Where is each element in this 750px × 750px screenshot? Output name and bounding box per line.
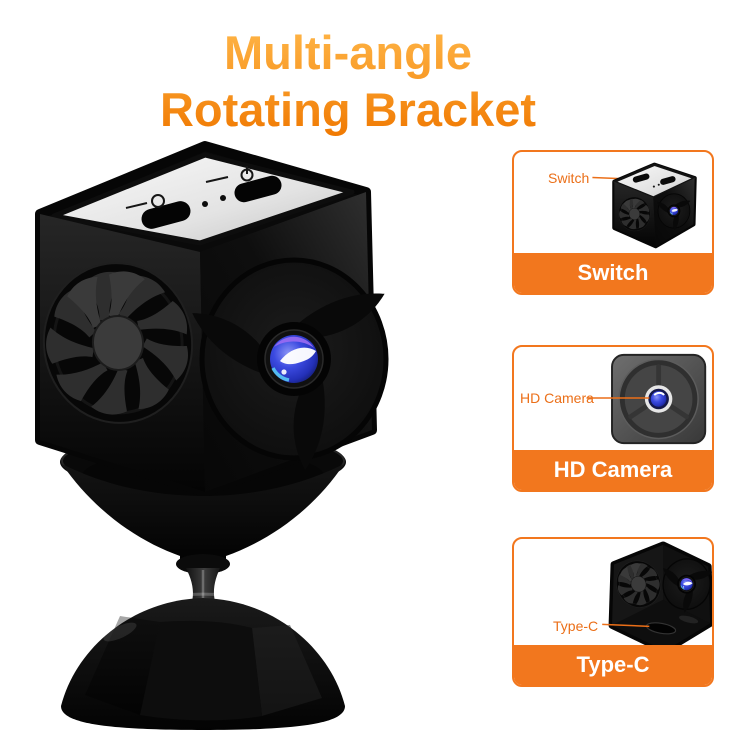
feature-panel-hd-camera: HD Camera HD Camera — [512, 345, 714, 492]
callout-line — [602, 623, 650, 628]
mode-circle-icon — [151, 194, 165, 208]
product-thumb-hd-camera — [586, 353, 707, 445]
panel-caption-hd-camera: HD Camera — [514, 450, 712, 490]
title-line-1: Multi-angle — [223, 26, 473, 79]
lens-spokes — [628, 364, 690, 420]
feature-panel-switch: Switch Switch — [512, 150, 714, 295]
bracket-cone — [62, 464, 344, 564]
panel-caption-switch: Switch — [514, 253, 712, 293]
cube-top-face — [51, 152, 355, 246]
page-title: Multi-angle Rotating Bracket — [0, 24, 696, 138]
rotating-bracket-stand — [61, 464, 345, 730]
product-thumb-type-c — [602, 539, 712, 645]
product-thumb-switch — [592, 152, 712, 253]
callout-label-type-c: Type-C — [553, 618, 599, 634]
panel-caption-type-c: Type-C — [514, 645, 712, 685]
feature-panel-type-c: Type-C Type-C — [512, 537, 714, 687]
led-indicator — [202, 201, 208, 207]
led-indicator — [220, 195, 226, 201]
power-icon — [240, 166, 254, 182]
callout-label-switch: Switch — [548, 170, 590, 186]
callout-label-hd-camera: HD Camera — [520, 390, 594, 406]
power-button — [234, 175, 282, 203]
product-photo-main — [0, 141, 500, 730]
top-controls — [125, 166, 282, 229]
cube-camera — [33, 141, 401, 497]
mode-button — [141, 201, 191, 229]
